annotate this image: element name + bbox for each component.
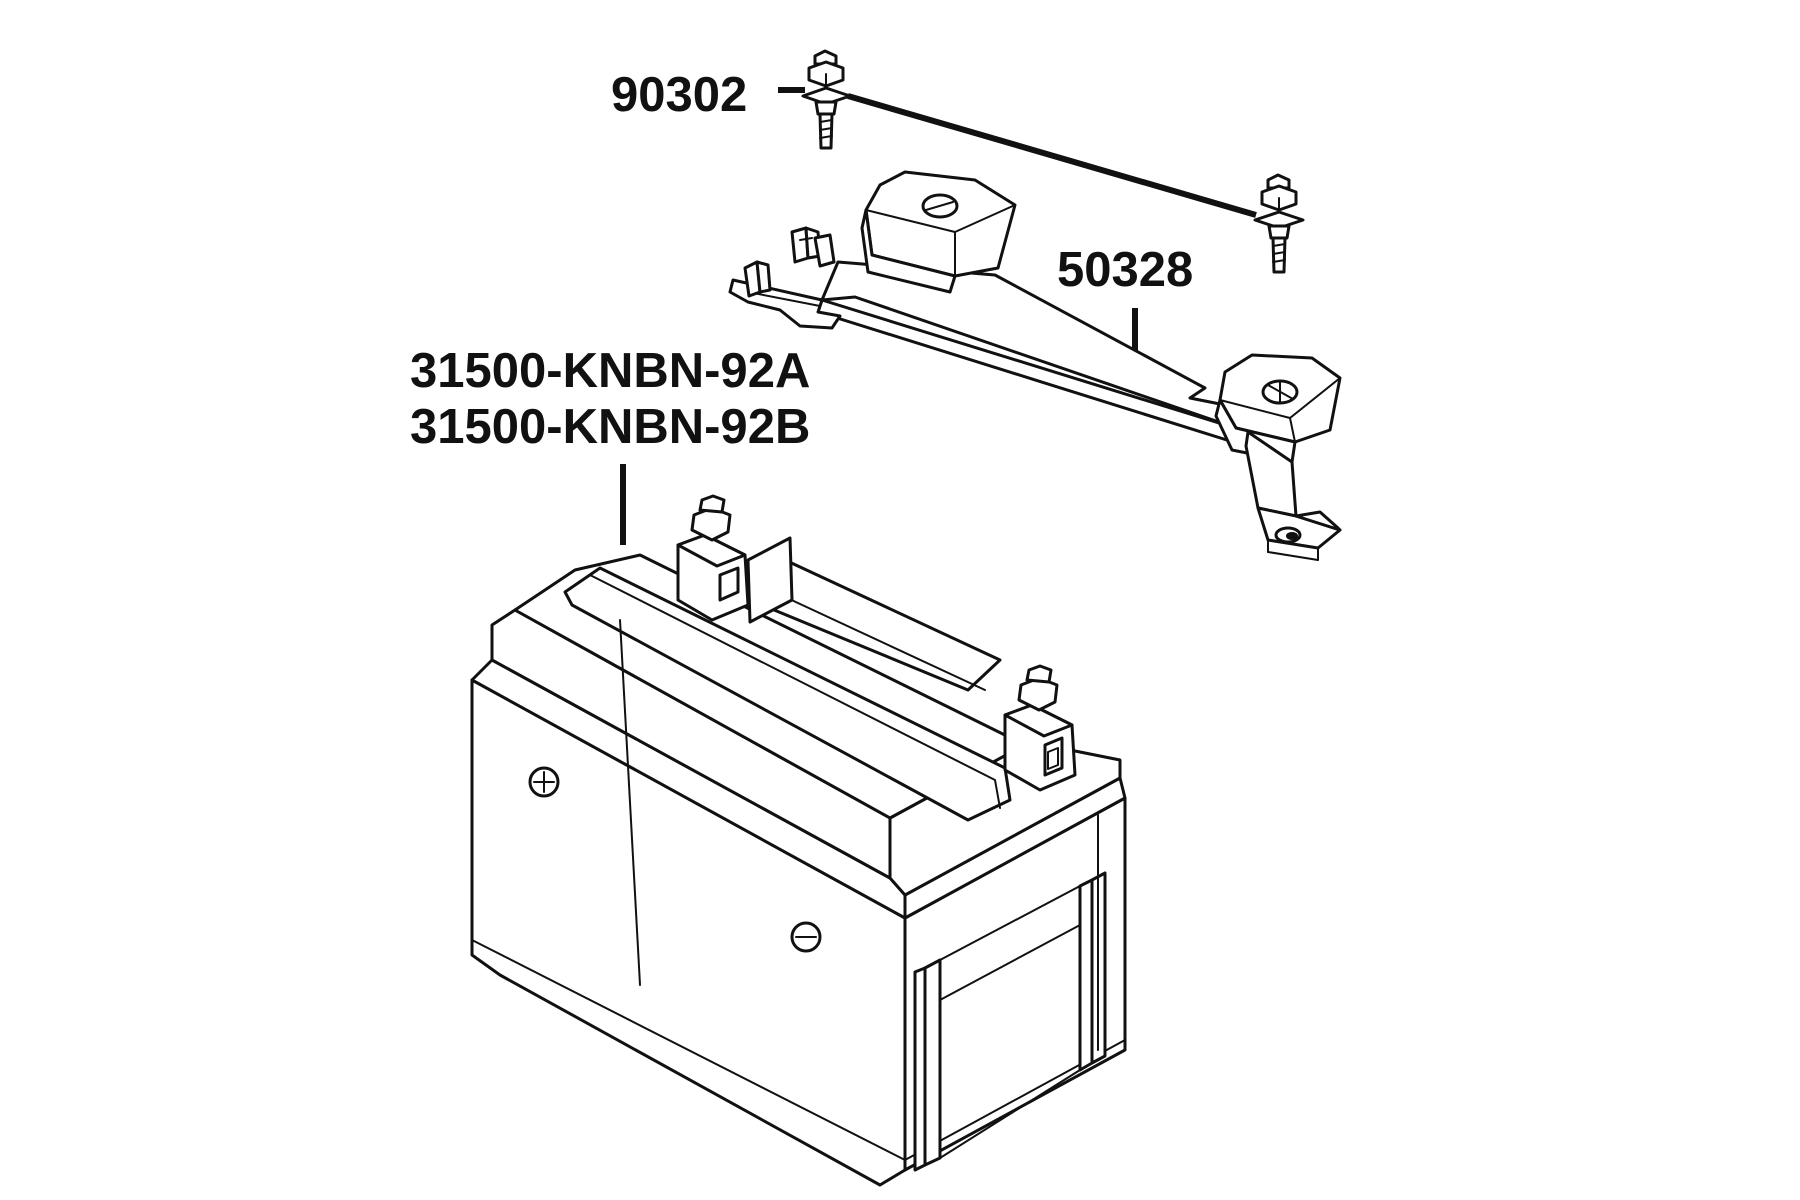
leader-line-bolt-pair [847, 93, 1257, 218]
label-bracket-50328: 50328 [1057, 243, 1193, 297]
label-battery-92a: 31500-KNBN-92A [410, 344, 810, 398]
label-battery-92b: 31500-KNBN-92B [410, 400, 810, 454]
battery-drawing [470, 494, 1127, 1187]
battery-bracket-drawing [728, 170, 1342, 561]
bolt-icon [801, 49, 852, 150]
bolt-icon [1253, 173, 1305, 274]
label-bolt-90302: 90302 [611, 68, 747, 122]
